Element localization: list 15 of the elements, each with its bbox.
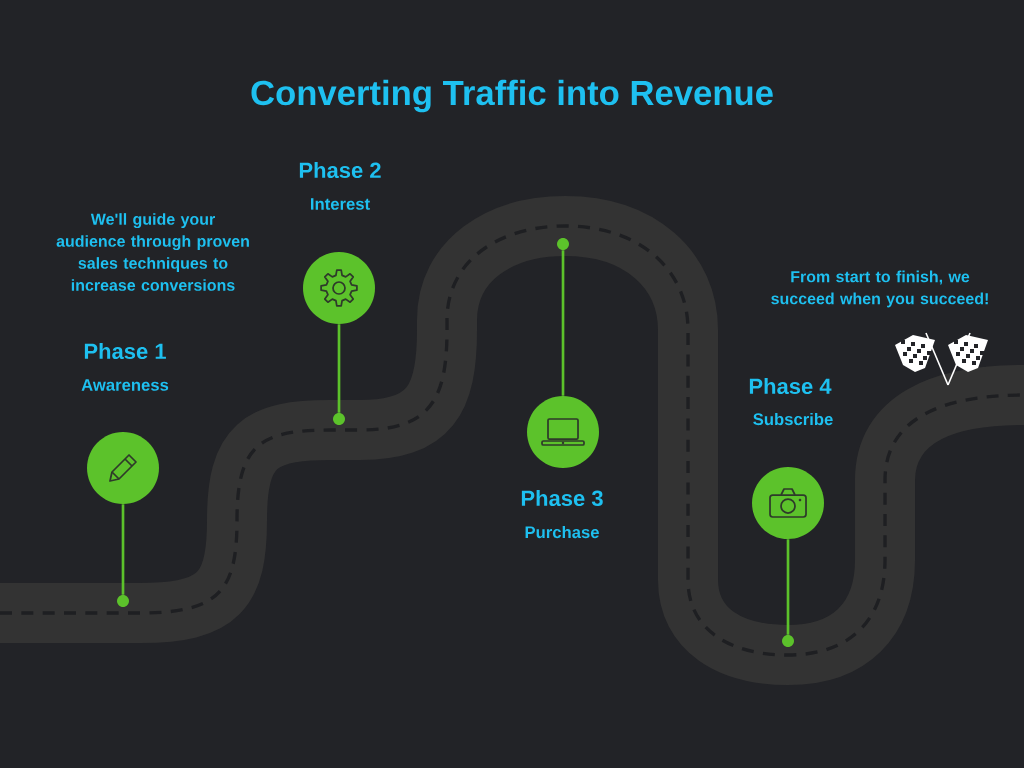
phase-name: Awareness xyxy=(81,379,169,391)
leader-line xyxy=(561,250,565,396)
leader-line xyxy=(337,324,341,413)
phase-name: Subscribe xyxy=(753,412,833,426)
phase-name: Purchase xyxy=(525,525,599,539)
phase-heading: Phase 3 xyxy=(521,489,603,507)
title: Converting Traffic into Revenue xyxy=(251,79,773,113)
phase-heading: Phase 1 xyxy=(84,342,166,360)
note-text: From start to finish, we succeed when you succeed! xyxy=(771,270,988,308)
leader-line xyxy=(786,539,790,635)
phase-heading: Phase 4 xyxy=(749,377,832,395)
phase-heading: Phase 2 xyxy=(299,161,381,179)
leader-line xyxy=(121,504,125,595)
note-text: We'll guide your audience through proven sales techniques to increase conversions xyxy=(56,213,249,291)
phase-name: Interest xyxy=(311,198,370,210)
